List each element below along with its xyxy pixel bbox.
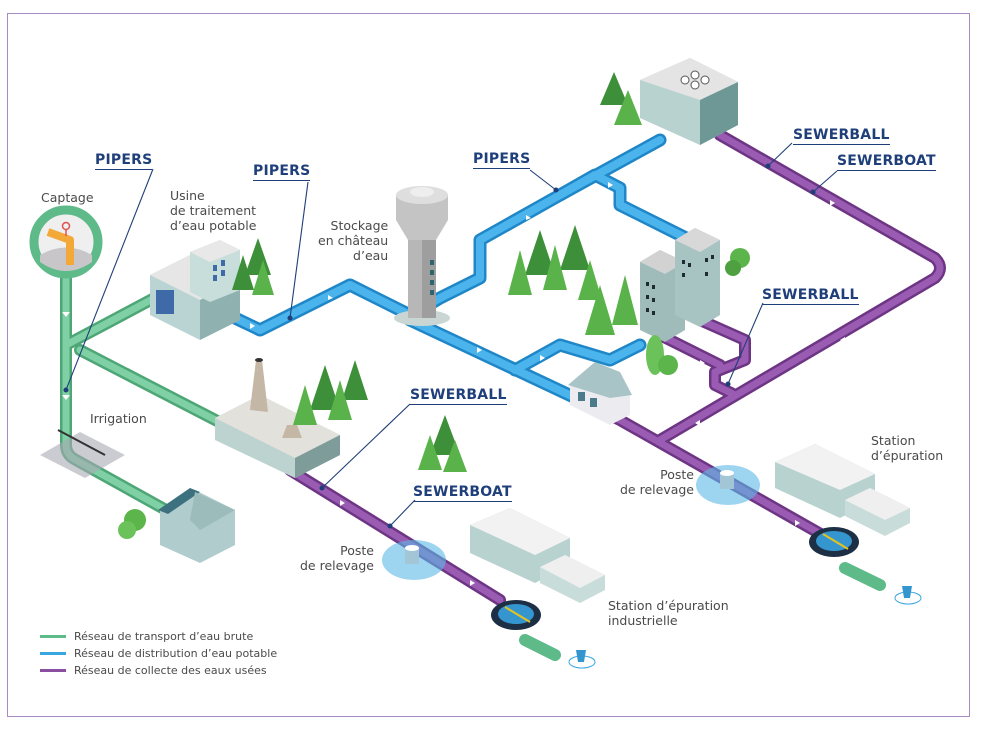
lift-station-right — [696, 465, 760, 505]
label-industrial-station: Station d’épuration industrielle — [608, 598, 729, 628]
callout-sewerboat-low: SEWERBOAT — [413, 484, 512, 502]
label-irrigation: Irrigation — [90, 411, 147, 426]
label-line: d’eau potable — [170, 218, 257, 233]
callout-sewerboat-top: SEWERBOAT — [837, 153, 936, 171]
apartment-towers — [640, 228, 720, 342]
legend-item-raw-water: Réseau de transport d’eau brute — [40, 628, 277, 645]
house — [568, 362, 632, 425]
treatment-station — [775, 444, 910, 536]
label-line: de relevage — [300, 558, 374, 573]
raw-water-network — [60, 272, 886, 661]
label-treatment-plant: Usine de traitement d’eau potable — [170, 188, 256, 233]
label-line: d’épuration — [871, 448, 944, 463]
lift-station-left — [382, 540, 446, 580]
label-line: Poste — [660, 467, 694, 482]
label-lift-station-left: Poste de relevage — [300, 543, 374, 573]
label-treatment-station: Station d’épuration — [871, 433, 943, 463]
label-lift-station-right: Poste de relevage — [620, 467, 694, 497]
label-line: Station — [871, 433, 916, 448]
legend-label: Réseau de transport d’eau brute — [74, 630, 254, 643]
flow-arrows — [62, 182, 845, 586]
legend-swatch — [40, 669, 66, 672]
trees — [118, 72, 750, 539]
legend-swatch — [40, 652, 66, 655]
drinking-water-network — [228, 133, 697, 407]
captage-icon — [29, 205, 103, 279]
label-line: de traitement — [170, 203, 257, 218]
label-line: en château — [318, 233, 389, 248]
diagram-frame — [7, 13, 970, 717]
label-line: Stockage — [330, 218, 389, 233]
callout-pipers-distribution: PIPERS — [253, 163, 311, 181]
legend-label: Réseau de distribution d’eau potable — [74, 647, 278, 660]
label-captage: Captage — [41, 190, 94, 205]
label-line: de relevage — [620, 482, 694, 497]
callout-sewerball-low: SEWERBALL — [410, 387, 507, 405]
label-line: industrielle — [608, 613, 678, 628]
callout-pipers-network: PIPERS — [473, 151, 531, 169]
label-water-tower: Stockage en château d’eau — [318, 218, 388, 263]
barn — [158, 488, 235, 563]
leader-lines — [63, 142, 838, 529]
callout-pipers-raw: PIPERS — [95, 152, 153, 170]
label-line: Station d’épuration — [608, 598, 729, 613]
label-line: Usine — [170, 188, 205, 203]
clarifier-right — [809, 527, 922, 605]
legend: Réseau de transport d’eau brute Réseau d… — [40, 628, 277, 679]
water-tower — [394, 186, 450, 326]
legend-item-wastewater: Réseau de collecte des eaux usées — [40, 662, 277, 679]
treatment-plant — [150, 240, 240, 340]
legend-item-drinking-water: Réseau de distribution d’eau potable — [40, 645, 277, 662]
irrigation-field — [40, 429, 125, 478]
callout-sewerball-top: SEWERBALL — [793, 127, 890, 145]
industrial-building-top — [640, 58, 738, 145]
label-line: Poste — [340, 543, 374, 558]
label-line: d’eau — [353, 248, 389, 263]
callout-sewerball-mid: SEWERBALL — [762, 287, 859, 305]
legend-label: Réseau de collecte des eaux usées — [74, 664, 267, 677]
factory-chimney — [215, 358, 340, 478]
industrial-treatment-station — [470, 508, 605, 603]
legend-swatch — [40, 635, 66, 638]
clarifier-left — [491, 600, 596, 669]
